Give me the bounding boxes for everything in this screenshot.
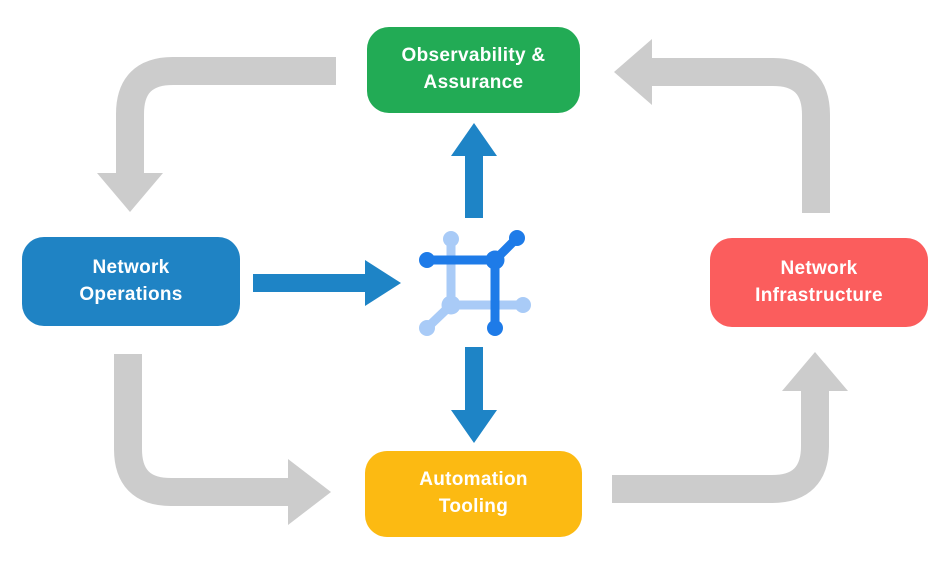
- arrow-head-down-icon: [97, 173, 163, 212]
- arrow-observability-to-operations: [97, 57, 336, 212]
- icon-node-bottom-left: [419, 320, 435, 336]
- node-network-operations: Network Operations: [22, 237, 240, 326]
- node-automation-tooling: Automation Tooling: [365, 451, 582, 537]
- node-label: Network Operations: [79, 256, 183, 305]
- arrow-center-to-automation: [451, 347, 497, 443]
- node-label: Observability & Assurance: [401, 45, 546, 93]
- arrow-head-up-icon: [451, 123, 497, 156]
- arrow-shaft: [253, 274, 365, 292]
- arrow-shaft: [651, 58, 830, 213]
- arrow-operations-to-center: [253, 260, 401, 306]
- arrow-operations-to-automation: [114, 354, 331, 525]
- icon-joint-bottom-left: [441, 295, 461, 315]
- arrow-head-right-icon: [365, 260, 401, 306]
- arrow-shaft: [116, 57, 336, 174]
- icon-node-left: [419, 252, 435, 268]
- arrow-head-up-icon: [782, 352, 848, 391]
- icon-node-top: [443, 231, 459, 247]
- arrow-shaft: [612, 390, 829, 503]
- arrow-shaft: [114, 354, 289, 506]
- arrow-head-down-icon: [451, 410, 497, 443]
- arrow-center-to-observability: [451, 123, 497, 218]
- icon-dark-branches: [419, 230, 525, 336]
- icon-node-bottom: [487, 320, 503, 336]
- icon-node-right: [515, 297, 531, 313]
- icon-joint-top-right: [485, 250, 505, 270]
- arrow-automation-to-infrastructure: [612, 352, 848, 503]
- node-network-infrastructure: Network Infrastructure: [710, 238, 928, 327]
- network-automation-icon: [419, 230, 531, 336]
- arrow-head-right-icon: [288, 459, 331, 525]
- arrow-head-left-icon: [614, 39, 652, 105]
- node-label: Automation Tooling: [419, 469, 528, 517]
- node-label: Network Infrastructure: [755, 257, 883, 306]
- node-observability-assurance: Observability & Assurance: [367, 27, 580, 113]
- arrow-infrastructure-to-observability: [614, 39, 830, 213]
- icon-light-branches: [419, 231, 531, 336]
- arrow-shaft: [465, 155, 483, 218]
- arrow-shaft: [465, 347, 483, 410]
- icon-node-top-right: [509, 230, 525, 246]
